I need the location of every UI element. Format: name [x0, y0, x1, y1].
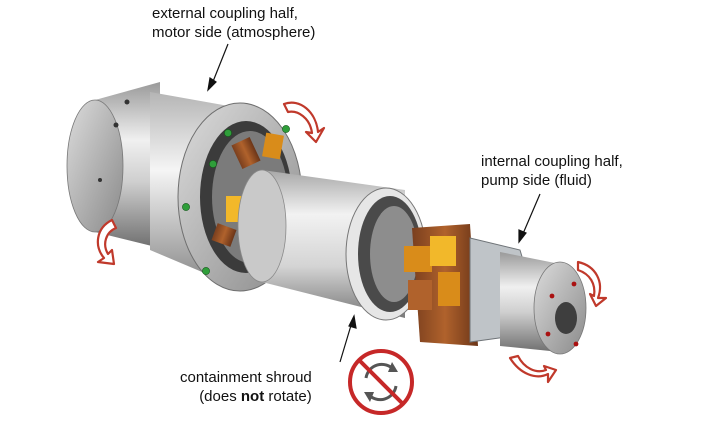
motor-hub-end-face	[66, 99, 124, 233]
pump-hub-bore	[555, 302, 577, 334]
hub-hole	[124, 99, 130, 105]
rotation-arrows	[96, 101, 608, 384]
hub-hole	[113, 122, 119, 128]
leader-arrowhead-internal	[518, 229, 527, 244]
inner-magnet	[430, 236, 456, 266]
rotation-arrow-icon	[96, 218, 118, 266]
hub-hole	[571, 281, 577, 287]
bolt-icon	[209, 160, 217, 168]
outer-magnet	[211, 223, 237, 247]
label-text: (does	[199, 388, 241, 405]
label-line: internal coupling half,	[481, 153, 623, 170]
inner-magnet	[404, 246, 432, 272]
leader-lines	[207, 43, 541, 363]
shroud-inner-wall	[370, 206, 418, 302]
shroud-closed-end	[237, 169, 287, 283]
leader-line-internal	[521, 193, 541, 237]
leader-arrowhead-shroud	[348, 314, 357, 329]
label-external-coupling-half: external coupling half, motor side (atmo…	[152, 4, 315, 42]
leader-arrowhead-external	[207, 76, 217, 92]
bolt-icon	[202, 267, 210, 275]
hub-hole	[545, 331, 551, 337]
hub-hole	[549, 293, 555, 299]
rotation-arrow-icon	[576, 260, 608, 308]
label-line: motor side (atmosphere)	[152, 24, 316, 41]
internal-coupling-half	[404, 224, 587, 355]
label-line: (does not rotate)	[180, 387, 312, 406]
label-line: pump side (fluid)	[481, 172, 592, 189]
bolt-icon	[182, 203, 190, 211]
outer-magnet	[231, 136, 261, 170]
containment-shroud	[237, 169, 427, 321]
hub-hole	[573, 341, 579, 347]
label-line: containment shroud	[180, 369, 312, 386]
label-internal-coupling-half: internal coupling half, pump side (fluid…	[481, 152, 623, 190]
bolt-icon	[282, 125, 290, 133]
bolt-icon	[224, 129, 232, 137]
label-line: external coupling half,	[152, 5, 298, 22]
label-text: rotate)	[264, 388, 312, 405]
inner-magnet	[408, 280, 432, 310]
hub-hole	[98, 178, 102, 182]
leader-line-external	[211, 43, 229, 85]
label-containment-shroud: containment shroud (does not rotate)	[180, 368, 312, 406]
outer-magnet	[262, 132, 284, 160]
label-text-bold: not	[240, 388, 265, 405]
rotation-arrow-icon	[508, 354, 558, 384]
leader-line-shroud	[339, 321, 353, 363]
no-rotation-sign-icon	[348, 349, 414, 415]
inner-magnet	[438, 272, 460, 306]
rotation-arrow-icon	[282, 101, 326, 144]
